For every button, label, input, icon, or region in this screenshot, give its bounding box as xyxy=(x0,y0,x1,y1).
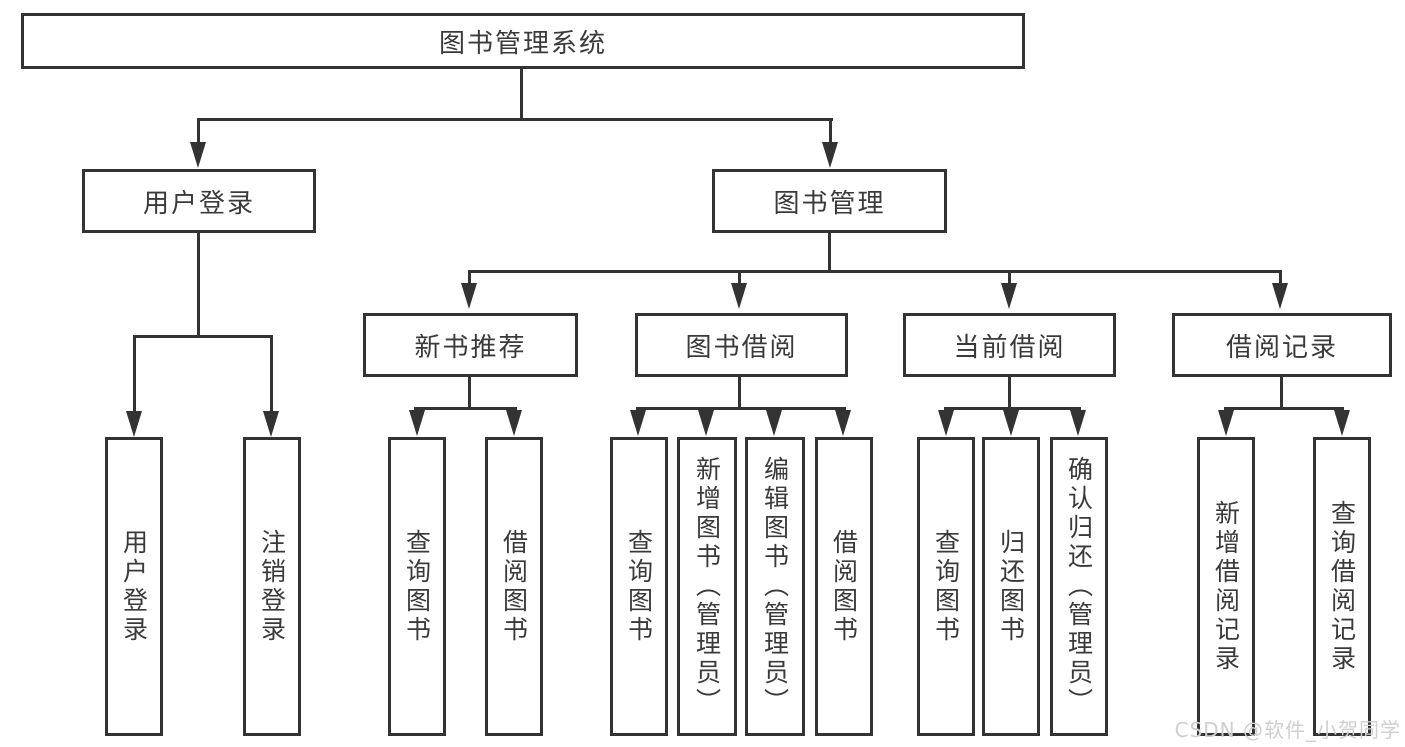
watermark: CSDN @软件_小贺同学 xyxy=(1174,718,1401,742)
connector-line xyxy=(829,121,832,143)
arrowhead-down-icon xyxy=(190,142,206,168)
arrowhead-down-icon xyxy=(835,410,851,436)
node-book-management: 图书管理 xyxy=(712,169,947,233)
node-book-borrowing-label: 图书借阅 xyxy=(685,332,798,363)
arrowhead-down-icon xyxy=(938,410,954,436)
arrowhead-down-icon xyxy=(263,411,279,437)
node-leaf-borrow-book-2: 借阅图书 xyxy=(815,437,873,736)
node-leaf-return-book: 归还图书 xyxy=(982,437,1040,736)
node-leaf-user-login: 用户登录 xyxy=(105,437,163,736)
node-book-management-label: 图书管理 xyxy=(773,188,886,219)
arrowhead-down-icon xyxy=(1001,283,1017,309)
node-leaf-query-book-borrow-label: 查询图书 xyxy=(624,528,654,645)
connector-line xyxy=(468,270,1282,273)
connector-line xyxy=(270,338,273,412)
node-leaf-edit-book-admin-label: 编辑图书（管理员） xyxy=(760,456,790,717)
connector-line xyxy=(738,377,741,407)
node-leaf-query-book-new-label: 查询图书 xyxy=(402,528,432,645)
arrowhead-down-icon xyxy=(409,410,425,436)
node-leaf-add-book-admin: 新增图书（管理员） xyxy=(677,437,737,736)
node-leaf-edit-book-admin: 编辑图书（管理员） xyxy=(745,437,805,736)
arrowhead-down-icon xyxy=(1218,410,1234,436)
node-user-login: 用户登录 xyxy=(82,169,316,233)
node-leaf-query-book-current-label: 查询图书 xyxy=(931,528,961,645)
arrowhead-down-icon xyxy=(630,410,646,436)
node-leaf-confirm-return-admin-label: 确认归还（管理员） xyxy=(1064,456,1094,717)
arrowhead-down-icon xyxy=(461,283,477,309)
connector-line xyxy=(1279,273,1282,285)
connector-line xyxy=(133,338,136,412)
node-current-borrowing-label: 当前借阅 xyxy=(953,332,1066,363)
arrowhead-down-icon xyxy=(698,410,714,436)
connector-line xyxy=(197,121,200,143)
arrowhead-down-icon xyxy=(1003,410,1019,436)
connector-line xyxy=(520,69,523,118)
node-leaf-query-borrow-record: 查询借阅记录 xyxy=(1313,437,1371,736)
node-leaf-borrow-book-new: 借阅图书 xyxy=(485,437,543,736)
node-leaf-user-login-label: 用户登录 xyxy=(119,528,149,645)
node-leaf-query-book-new: 查询图书 xyxy=(388,437,446,736)
arrowhead-down-icon xyxy=(1334,410,1350,436)
node-leaf-add-book-admin-label: 新增图书（管理员） xyxy=(692,456,722,717)
arrowhead-down-icon xyxy=(126,411,142,437)
connector-line xyxy=(468,273,471,285)
node-leaf-query-book-borrow: 查询图书 xyxy=(610,437,668,736)
connector-line xyxy=(197,233,200,335)
node-root: 图书管理系统 xyxy=(21,13,1025,69)
node-leaf-return-book-label: 归还图书 xyxy=(996,528,1026,645)
connector-line xyxy=(1224,407,1344,410)
node-borrowing-records-label: 借阅记录 xyxy=(1225,332,1338,363)
connector-line xyxy=(1008,273,1011,285)
node-leaf-borrow-book-2-label: 借阅图书 xyxy=(829,528,859,645)
connector-line xyxy=(636,407,846,410)
node-user-login-label: 用户登录 xyxy=(142,188,255,219)
node-leaf-query-book-current: 查询图书 xyxy=(917,437,975,736)
node-leaf-borrow-book-new-label: 借阅图书 xyxy=(499,528,529,645)
connector-line xyxy=(133,335,273,338)
node-leaf-logout-label: 注销登录 xyxy=(257,528,287,645)
node-leaf-add-borrow-record-label: 新增借阅记录 xyxy=(1211,499,1241,674)
node-root-label: 图书管理系统 xyxy=(438,28,607,59)
connector-line xyxy=(414,407,517,410)
connector-line xyxy=(468,377,471,407)
connector-line xyxy=(197,118,833,121)
node-current-borrowing: 当前借阅 xyxy=(903,313,1116,377)
node-new-book-recommend-label: 新书推荐 xyxy=(414,332,527,363)
connector-line xyxy=(738,273,741,285)
connector-line xyxy=(1280,377,1283,407)
arrowhead-down-icon xyxy=(506,410,522,436)
node-leaf-query-borrow-record-label: 查询借阅记录 xyxy=(1327,499,1357,674)
arrowhead-down-icon xyxy=(1070,410,1086,436)
node-new-book-recommend: 新书推荐 xyxy=(363,313,578,377)
node-leaf-logout: 注销登录 xyxy=(243,437,301,736)
arrowhead-down-icon xyxy=(1272,283,1288,309)
connector-line xyxy=(944,407,1081,410)
node-borrowing-records: 借阅记录 xyxy=(1172,313,1392,377)
node-leaf-add-borrow-record: 新增借阅记录 xyxy=(1197,437,1255,736)
arrowhead-down-icon xyxy=(731,283,747,309)
node-book-borrowing: 图书借阅 xyxy=(635,313,848,377)
connector-line xyxy=(828,233,831,270)
connector-line xyxy=(1008,377,1011,407)
arrowhead-down-icon xyxy=(766,410,782,436)
node-leaf-confirm-return-admin: 确认归还（管理员） xyxy=(1050,437,1108,736)
arrowhead-down-icon xyxy=(822,142,838,168)
